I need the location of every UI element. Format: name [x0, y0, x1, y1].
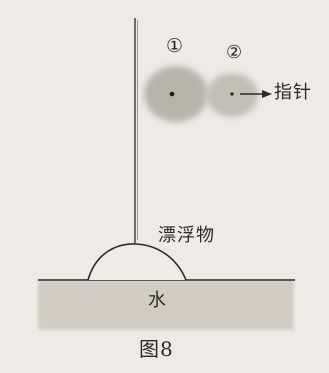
pointer-dot-2: [230, 92, 234, 96]
figure-caption: 图8: [139, 337, 174, 361]
pointer-dot-1: [169, 91, 175, 97]
position-1-label: ①: [166, 35, 184, 57]
water-label: 水: [148, 290, 166, 311]
blur-position-1: [144, 66, 208, 122]
position-2-label: ②: [226, 42, 243, 63]
water-region: [38, 280, 294, 330]
floating-object-label: 漂浮物: [158, 225, 215, 246]
floating-object: [87, 243, 187, 281]
pointer-label: 指针: [274, 82, 312, 103]
pointer-arrow-head: [262, 90, 272, 98]
